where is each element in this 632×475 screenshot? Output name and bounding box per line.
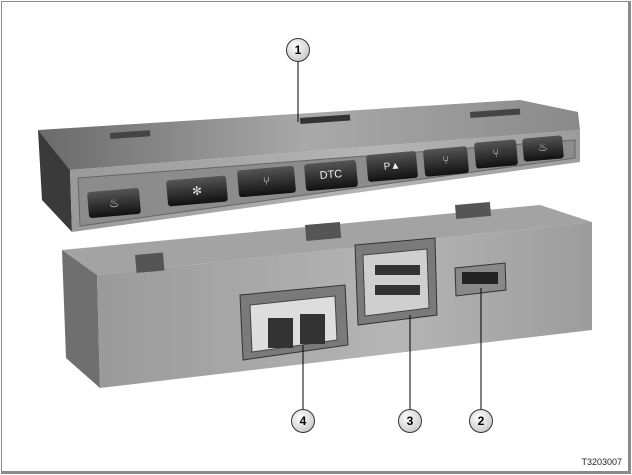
seat-adjust-icon: ⑂ <box>262 173 271 189</box>
park-distance-control-button[interactable]: P▲ <box>365 150 419 183</box>
reference-code: T3203007 <box>581 457 622 467</box>
seat-heating-right-button[interactable]: ♨ <box>522 135 564 162</box>
callout-3: 3 <box>398 409 422 433</box>
seat-massage-icon: ⑂ <box>492 147 500 161</box>
seat-adjust-button[interactable]: ⑂ <box>236 165 297 198</box>
connector-3 <box>354 237 438 326</box>
lumbar-support-icon: ⑂ <box>442 154 450 168</box>
seat-heating-icon: ♨ <box>108 195 120 211</box>
callout-lines <box>297 62 482 409</box>
seat-heating-icon: ♨ <box>537 141 549 155</box>
park-distance-control-icon: ▲ <box>389 160 401 173</box>
lower-connector-housing <box>62 201 592 388</box>
seat-massage-button[interactable]: ⑂ <box>473 139 519 169</box>
connector-4 <box>239 284 349 361</box>
lumbar-support-button[interactable]: ⑂ <box>422 146 470 177</box>
dtc-button[interactable]: DTC <box>303 159 359 192</box>
callout-2: 2 <box>469 409 493 433</box>
seat-ventilation-button[interactable]: ✻ <box>165 175 229 207</box>
connector-2 <box>454 262 507 297</box>
callout-4: 4 <box>291 409 315 433</box>
callout-1: 1 <box>286 38 310 62</box>
seat-ventilation-icon: ✻ <box>191 183 203 199</box>
seat-heating-left-button[interactable]: ♨ <box>86 187 142 219</box>
